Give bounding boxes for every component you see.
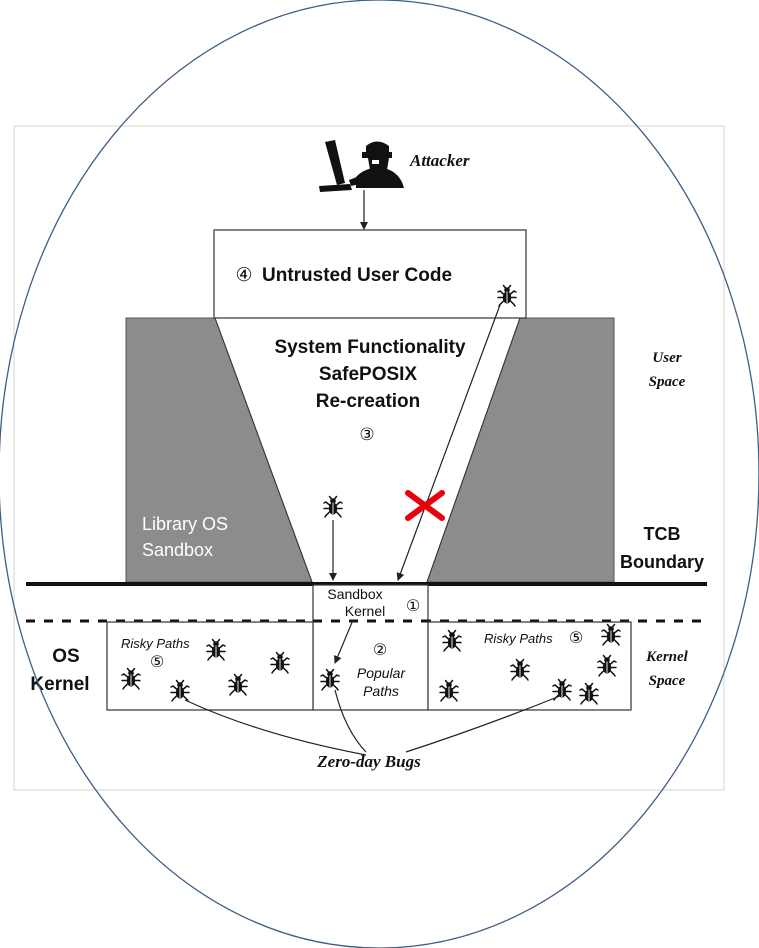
untrusted-code-marker: ④ [235, 265, 252, 286]
hacker-at-computer-icon [319, 140, 404, 192]
risky-paths-left-marker: ⑤ [150, 654, 164, 671]
library-os-sandbox-label: Sandbox [142, 540, 213, 560]
os-kernel-label-line1: OS [52, 646, 79, 667]
popular-path-arrow [334, 619, 354, 664]
system-functionality-line1: System Functionality [274, 337, 466, 358]
sandbox-kernel-box [312, 584, 429, 711]
popular-paths-label-line1: Popular [357, 665, 407, 681]
tcb-boundary-label: Boundary [620, 552, 704, 572]
user-space-label-line2: Space [649, 374, 686, 390]
risky-paths-right-marker: ⑤ [569, 630, 583, 647]
zero-day-pointer-left [184, 699, 367, 756]
zero-day-bugs-label: Zero-day Bugs [316, 752, 421, 771]
zero-day-pointer-right [405, 695, 561, 753]
popular-paths-marker: ② [373, 642, 387, 659]
os-kernel-label-line2: Kernel [30, 674, 89, 695]
system-functionality-line3: Re-creation [316, 391, 421, 412]
user-space-label-line1: User [652, 350, 681, 366]
sandbox-kernel-marker: ① [406, 598, 420, 615]
attacker-label: Attacker [409, 151, 470, 170]
sandbox-kernel-label-line1: Sandbox [327, 586, 382, 602]
sandbox-kernel-label-line2: Kernel [345, 603, 385, 619]
popular-paths-label-line2: Paths [363, 683, 399, 699]
x-cross-icon [405, 490, 445, 521]
bug-icon [323, 495, 343, 518]
tcb-label: TCB [644, 524, 681, 544]
untrusted-user-code-box [213, 229, 527, 319]
blocked-path-arrow [396, 304, 501, 581]
kernel-space-label-line2: Space [649, 673, 686, 689]
library-os-label: Library OS [142, 514, 228, 534]
figure-frame [13, 125, 725, 791]
system-functionality-marker: ③ [359, 425, 374, 444]
zero-day-pointer-center [334, 689, 367, 753]
kernel-space-label-line1: Kernel [645, 649, 689, 665]
system-functionality-line2: SafePOSIX [319, 364, 418, 385]
untrusted-code-label: Untrusted User Code [262, 265, 452, 286]
risky-paths-right-label: Risky Paths [484, 631, 553, 646]
risky-paths-left-label: Risky Paths [121, 636, 190, 651]
